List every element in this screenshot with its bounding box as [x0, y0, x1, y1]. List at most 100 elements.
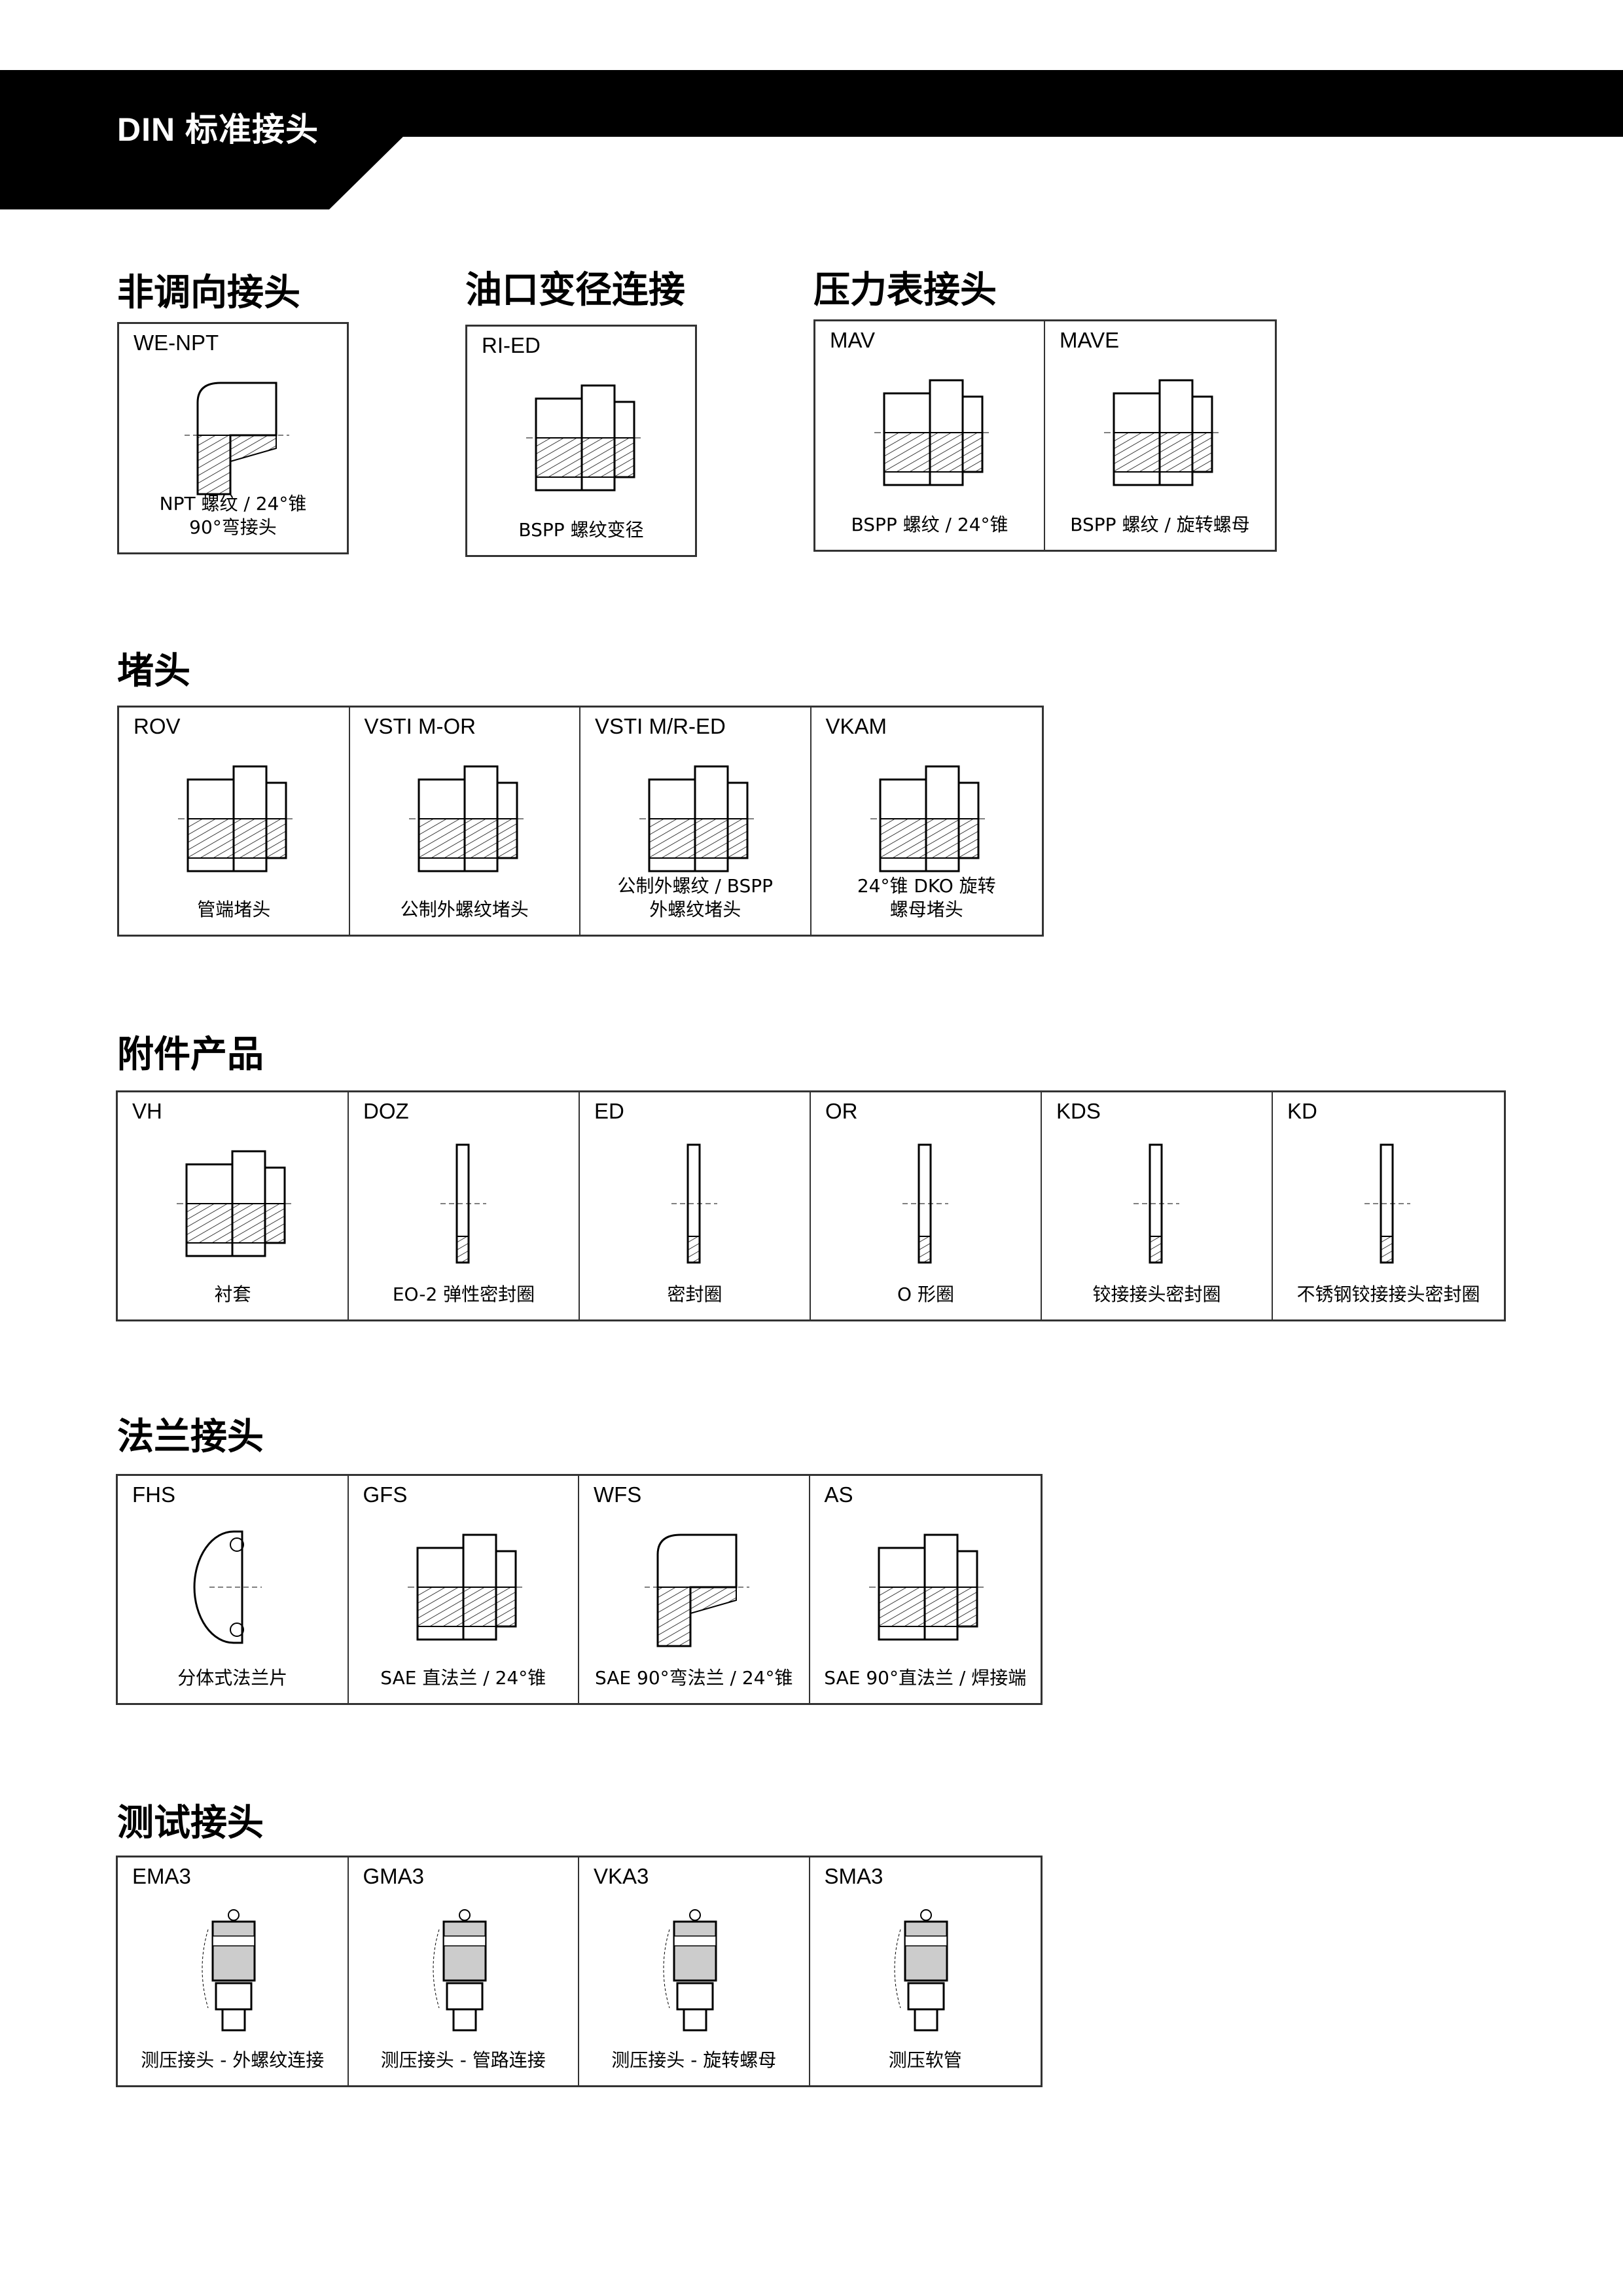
product-drawing [1081, 1138, 1234, 1269]
product-cell: VKAM 24°锥 DKO 旋转螺母堵头 [812, 708, 1043, 935]
header-tab [0, 131, 409, 209]
product-code: FHS [132, 1482, 175, 1507]
section-title: 压力表接头 [813, 269, 997, 312]
product-cell: VKA3 测压接头 - 旋转螺母 [579, 1857, 810, 2085]
stainless-banjo-seal-icon [1364, 1143, 1410, 1264]
caption-line: 公制外螺纹堵头 [400, 899, 529, 920]
product-caption: SAE 90°弯法兰 / 24°锥 [579, 1666, 809, 1690]
section-title: 油口变径连接 [465, 269, 685, 312]
product-cell: AS SAE 90°直法兰 / 焊接端 [810, 1476, 1041, 1703]
gauge-swivel-fitting-icon [1104, 379, 1222, 486]
product-code: MAVE [1060, 328, 1120, 352]
reducer-fitting-icon [526, 384, 644, 492]
section-title: 法兰接头 [117, 1416, 264, 1458]
product-code: OR [825, 1099, 858, 1123]
product-caption: 分体式法兰片 [118, 1666, 348, 1690]
product-drawing [158, 753, 312, 884]
product-drawing [388, 1522, 541, 1653]
banjo-seal-icon [1133, 1143, 1179, 1264]
header-bar [0, 70, 1623, 137]
product-code: KD [1287, 1099, 1317, 1123]
product-code: WFS [594, 1482, 642, 1507]
product-code: VSTI M/R-ED [595, 714, 726, 738]
product-caption: 测压软管 [810, 2049, 1041, 2072]
caption-line: NPT 螺纹 / 24°锥 [159, 493, 307, 514]
product-code: AS [824, 1482, 853, 1507]
product-drawing [389, 753, 543, 884]
product-drawing [388, 1138, 541, 1269]
product-cell: FHS 分体式法兰片 [118, 1476, 349, 1703]
product-cell: SMA3 测压软管 [810, 1857, 1041, 2085]
caption-line: 不锈钢铰接接头密封圈 [1296, 1283, 1480, 1305]
product-code: VH [132, 1099, 162, 1123]
product-cell: OR O 形圈 [811, 1092, 1042, 1319]
weld-flange-icon [868, 1534, 987, 1641]
section-title: 非调向接头 [117, 272, 300, 314]
product-caption: 铰接接头密封圈 [1042, 1283, 1272, 1306]
caption-line: BSPP 螺纹 / 24°锥 [851, 514, 1008, 535]
product-caption: 公制外螺纹堵头 [350, 898, 580, 922]
caption-line: 分体式法兰片 [177, 1667, 288, 1689]
product-drawing [157, 1903, 310, 2034]
product-drawing [849, 1903, 1003, 2034]
product-cell: EMA3 测压接头 - 外螺纹连接 [118, 1857, 349, 2085]
product-drawing [157, 1138, 310, 1269]
product-drawing [855, 367, 1008, 498]
caption-line: BSPP 螺纹 / 旋转螺母 [1070, 514, 1250, 535]
product-drawing [507, 372, 660, 503]
product-caption: O 形圈 [811, 1283, 1041, 1306]
caption-line: SAE 90°直法兰 / 焊接端 [824, 1667, 1027, 1689]
caption-line: 测压接头 - 管路连接 [380, 2049, 546, 2071]
caption-line: 铰接接头密封圈 [1092, 1283, 1221, 1305]
product-drawing [1312, 1138, 1465, 1269]
product-caption: 密封圈 [580, 1283, 810, 1306]
o-ring-icon [902, 1143, 948, 1264]
section-title: 测试接头 [117, 1802, 264, 1844]
straight-flange-icon [407, 1534, 526, 1641]
product-cell: GFS SAE 直法兰 / 24°锥 [349, 1476, 579, 1703]
caption-line: 公制外螺纹 / BSPP [617, 875, 774, 897]
product-drawing [850, 1138, 1003, 1269]
product-code: SMA3 [824, 1864, 883, 1888]
gauge-fitting-icon [874, 379, 992, 486]
product-drawing [619, 1138, 772, 1269]
section-title: 堵头 [117, 650, 190, 692]
split-flange-icon [193, 1530, 262, 1644]
test-point-male-icon [202, 1909, 256, 2032]
product-cell: KDS 铰接接头密封圈 [1042, 1092, 1273, 1319]
product-drawing [388, 1903, 541, 2034]
product-caption: 测压接头 - 旋转螺母 [579, 2049, 809, 2072]
product-drawing [158, 370, 312, 501]
product-caption: EO-2 弹性密封圈 [349, 1283, 579, 1306]
product-cell: RI-ED BSPP 螺纹变径 [467, 327, 695, 555]
elbow-fitting-icon [185, 382, 289, 495]
product-code: KDS [1056, 1099, 1101, 1123]
caption-line: 测压接头 - 外螺纹连接 [141, 2049, 325, 2071]
product-cell: GMA3 测压接头 - 管路连接 [349, 1857, 579, 2085]
product-caption: 不锈钢铰接接头密封圈 [1273, 1283, 1504, 1306]
product-drawing [851, 753, 1004, 884]
product-cell: WFS SAE 90°弯法兰 / 24°锥 [579, 1476, 810, 1703]
caption-line: 管端堵头 [197, 899, 271, 920]
product-grid: RI-ED BSPP 螺纹变径 [465, 325, 697, 557]
bspp-plug-icon [639, 765, 757, 872]
product-grid: MAV BSPP 螺纹 / 24°锥 MAVE BSPP 螺纹 / 旋转螺母 [813, 319, 1277, 552]
seal-ring-icon [440, 1143, 486, 1264]
test-point-swivel-icon [663, 1909, 717, 2032]
seal-icon [671, 1143, 717, 1264]
product-cell: MAV BSPP 螺纹 / 24°锥 [815, 321, 1046, 550]
caption-line: EO-2 弹性密封圈 [392, 1283, 535, 1305]
product-cell: DOZ EO-2 弹性密封圈 [349, 1092, 580, 1319]
product-drawing [157, 1522, 310, 1653]
product-caption: 测压接头 - 外螺纹连接 [118, 2049, 348, 2072]
caption-line: 螺母堵头 [889, 899, 963, 920]
product-code: ROV [134, 714, 181, 738]
